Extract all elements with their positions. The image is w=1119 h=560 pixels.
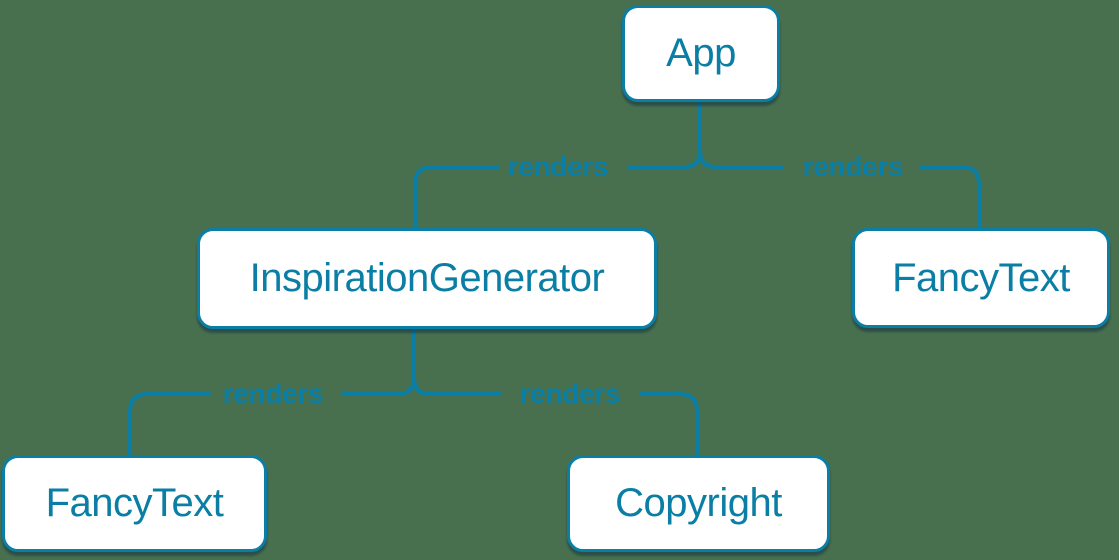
edge-inspiration-fancytext-segment-a [341,327,416,396]
edge-label-renders: renders [222,378,324,409]
node-label: App [666,31,736,75]
edge-inspiration-copyright-segment-b [639,392,699,458]
node-copyright: Copyright [567,455,830,552]
node-fancy-text-left: FancyText [2,455,267,552]
node-label: FancyText [892,255,1070,300]
edge-inspiration-fancytext-segment-b [128,392,211,458]
node-fancy-text-right: FancyText [852,228,1110,328]
node-label: Copyright [615,481,782,525]
edge-app-inspiration-segment-a [627,100,702,169]
edge-label-renders: renders [802,151,904,182]
node-inspiration-generator: InspirationGenerator [197,228,657,329]
edge-inspiration-copyright-segment-a [412,327,502,396]
edge-label-renders: renders [519,378,621,409]
edge-app-fancytext-segment-b [919,165,981,231]
edge-app-fancytext-segment-a [698,100,784,169]
node-label: FancyText [45,481,224,525]
node-app: App [622,5,780,102]
node-label: InspirationGenerator [249,256,605,300]
edge-label-renders: renders [507,151,609,182]
edge-app-inspiration-segment-b [413,165,500,231]
